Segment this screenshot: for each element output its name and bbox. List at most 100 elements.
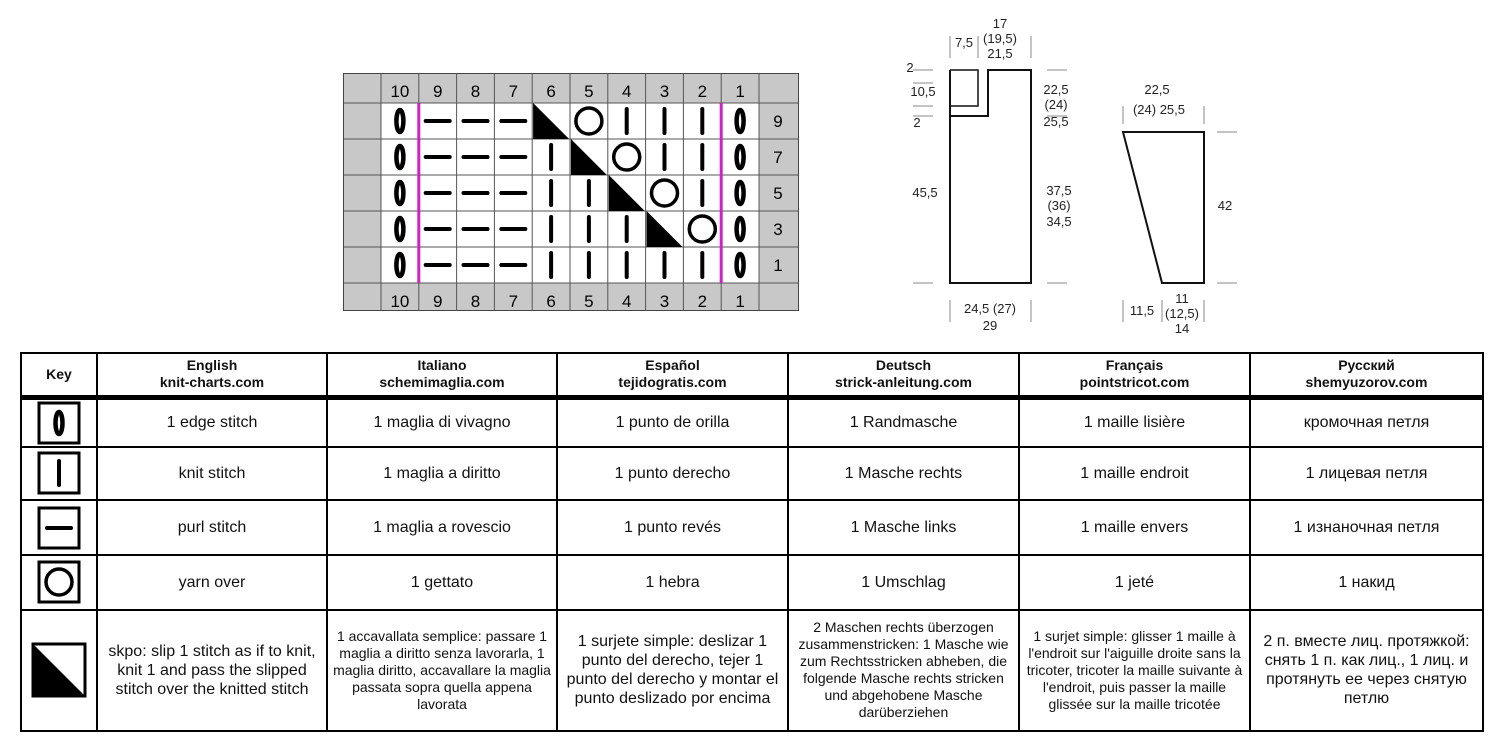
key-symbol-cell: [20, 445, 98, 502]
key-symbol-cell: [20, 553, 98, 611]
front-armhole-height-2: (24): [1044, 97, 1067, 112]
key-translation-cell: 1 maille envers: [1018, 499, 1251, 556]
sleeve-length: 42: [1218, 198, 1232, 213]
language-name: English: [186, 357, 238, 374]
key-translation-cell: skpo: slip 1 stitch as if to knit, knit …: [96, 608, 328, 733]
chart-column-number-top: 4: [622, 82, 631, 101]
key-translation-cell: 1 Masche rechts: [787, 445, 1020, 502]
key-translation-cell: knit stitch: [96, 445, 328, 502]
key-translation-text: 1 punto revés: [624, 519, 721, 537]
front-bottom-width-2: 29: [983, 318, 997, 333]
front-left-bottom: 2: [913, 115, 920, 130]
key-translation-text: 1 Umschlag: [861, 573, 946, 591]
chart-row-number: 7: [773, 148, 782, 167]
key-translation-cell: 1 лицевая петля: [1249, 445, 1484, 502]
chart-stitch-skpo: [570, 139, 607, 175]
key-translation-cell: 1 накид: [1249, 553, 1484, 611]
key-translation-cell: 1 maille endroit: [1018, 445, 1251, 502]
key-translation-text: 1 surjete simple: deslizar 1 punto del d…: [566, 633, 779, 708]
chart-column-number-top: 3: [660, 82, 669, 101]
chart-stitch-yo: [611, 142, 642, 172]
key-translation-cell: 1 edge stitch: [96, 394, 328, 448]
key-symbol-cell: [20, 608, 98, 733]
sleeve-piece: [1121, 131, 1205, 284]
key-translation-cell: 1 surjete simple: deslizar 1 punto del d…: [556, 608, 789, 733]
chart-stitch-edge: [734, 107, 746, 135]
chart-column-number-bottom: 7: [509, 292, 518, 311]
language-site: schemimaglia.com: [379, 374, 505, 391]
key-translation-text: 1 Randmasche: [849, 414, 958, 432]
key-translation-cell: кромочная петля: [1249, 394, 1484, 448]
language-site: tejidogratis.com: [618, 374, 727, 391]
front-top-width-large: 21,5: [987, 46, 1012, 61]
key-translation-text: 1 accavallata semplice: passare 1 maglia…: [333, 627, 551, 712]
front-top-width: 17: [993, 16, 1007, 31]
chart-stitch-edge: [734, 143, 746, 171]
chart-column-number-top: 6: [546, 82, 555, 101]
language-name: Français: [1105, 357, 1164, 374]
knit-symbol-icon: [37, 451, 81, 495]
key-translation-cell: 1 Umschlag: [787, 553, 1020, 611]
chart-row-number: 9: [773, 112, 782, 131]
chart-stitch-skpo: [608, 175, 645, 211]
chart-stitch-edge: [734, 215, 746, 243]
front-dimension-guides: [913, 36, 1067, 322]
key-translation-text: 1 maglia di vivagno: [373, 414, 511, 432]
chart-stitch-edge: [394, 143, 406, 171]
front-side-height-3: 34,5: [1046, 214, 1071, 229]
key-symbol-cell: [20, 394, 98, 448]
key-translation-text: 2 п. вместе лиц. протяжкой: снять 1 п. к…: [1263, 633, 1470, 708]
chart-column-number-bottom: 3: [660, 292, 669, 311]
front-armhole-height-1: 22,5: [1043, 82, 1068, 97]
key-translation-text: 1 punto de orilla: [615, 414, 730, 432]
chart-row-number: 1: [773, 256, 782, 275]
language-site: knit-charts.com: [159, 374, 265, 391]
front-left-top: 2: [906, 60, 913, 75]
key-translation-cell: 1 punto revés: [556, 499, 789, 556]
key-translation-text: 1 surjet simple: glisser 1 maille à l'en…: [1026, 627, 1243, 712]
key-translation-text: purl stitch: [177, 519, 247, 537]
front-piece: [949, 69, 1032, 284]
chart-column-number-bottom: 2: [698, 292, 707, 311]
sleeve-top-width-1: 22,5: [1144, 82, 1169, 97]
sleeve-bottom-left: 11,5: [1130, 303, 1154, 318]
chart-stitch-edge: [734, 179, 746, 207]
key-translation-text: yarn over: [178, 573, 246, 591]
garment-schematic: 17 (19,5) 21,5 7,5 2 10,5 2 45,5 22,5 (2…: [895, 10, 1255, 342]
chart-column-number-bottom: 10: [390, 292, 409, 311]
key-translation-cell: 1 maglia di vivagno: [326, 394, 558, 448]
key-row-skpo: skpo: slip 1 stitch as if to knit, knit …: [20, 608, 1484, 733]
language-site: shemyuzorov.com: [1305, 374, 1428, 391]
key-translation-cell: 2 п. вместе лиц. протяжкой: снять 1 п. к…: [1249, 608, 1484, 733]
chart-stitch-skpo: [646, 211, 683, 247]
key-translation-text: 1 Masche rechts: [844, 464, 963, 482]
chart-stitch-yo: [574, 106, 604, 136]
sleeve-top-width-2: (24) 25,5: [1133, 102, 1185, 117]
chart-column-number-bottom: 9: [433, 292, 442, 311]
sleeve-bottom-width-3: 14: [1175, 321, 1189, 336]
key-translation-text: 1 Masche links: [850, 519, 957, 537]
chart-column-number-top: 9: [433, 82, 442, 101]
front-armhole-height-3: 25,5: [1043, 114, 1068, 129]
chart-stitch-edge: [394, 179, 406, 207]
front-body-height: 45,5: [912, 185, 937, 200]
front-shoulder-width: 7,5: [955, 35, 973, 50]
key-translation-cell: 1 изнаночная петля: [1249, 499, 1484, 556]
key-translation-text: 1 maille lisière: [1083, 414, 1186, 432]
chart-stitch-edge: [394, 251, 406, 279]
key-translation-cell: purl stitch: [96, 499, 328, 556]
key-translation-cell: 1 hebra: [556, 553, 789, 611]
key-translation-text: 1 изнаночная петля: [1293, 519, 1440, 537]
key-translation-cell: 2 Maschen rechts überzogen zusammenstric…: [787, 608, 1020, 733]
key-symbol-cell: [20, 499, 98, 556]
edge-symbol-icon: [37, 401, 81, 445]
key-translation-cell: 1 jeté: [1018, 553, 1251, 611]
language-site: strick-anleitung.com: [835, 374, 972, 391]
